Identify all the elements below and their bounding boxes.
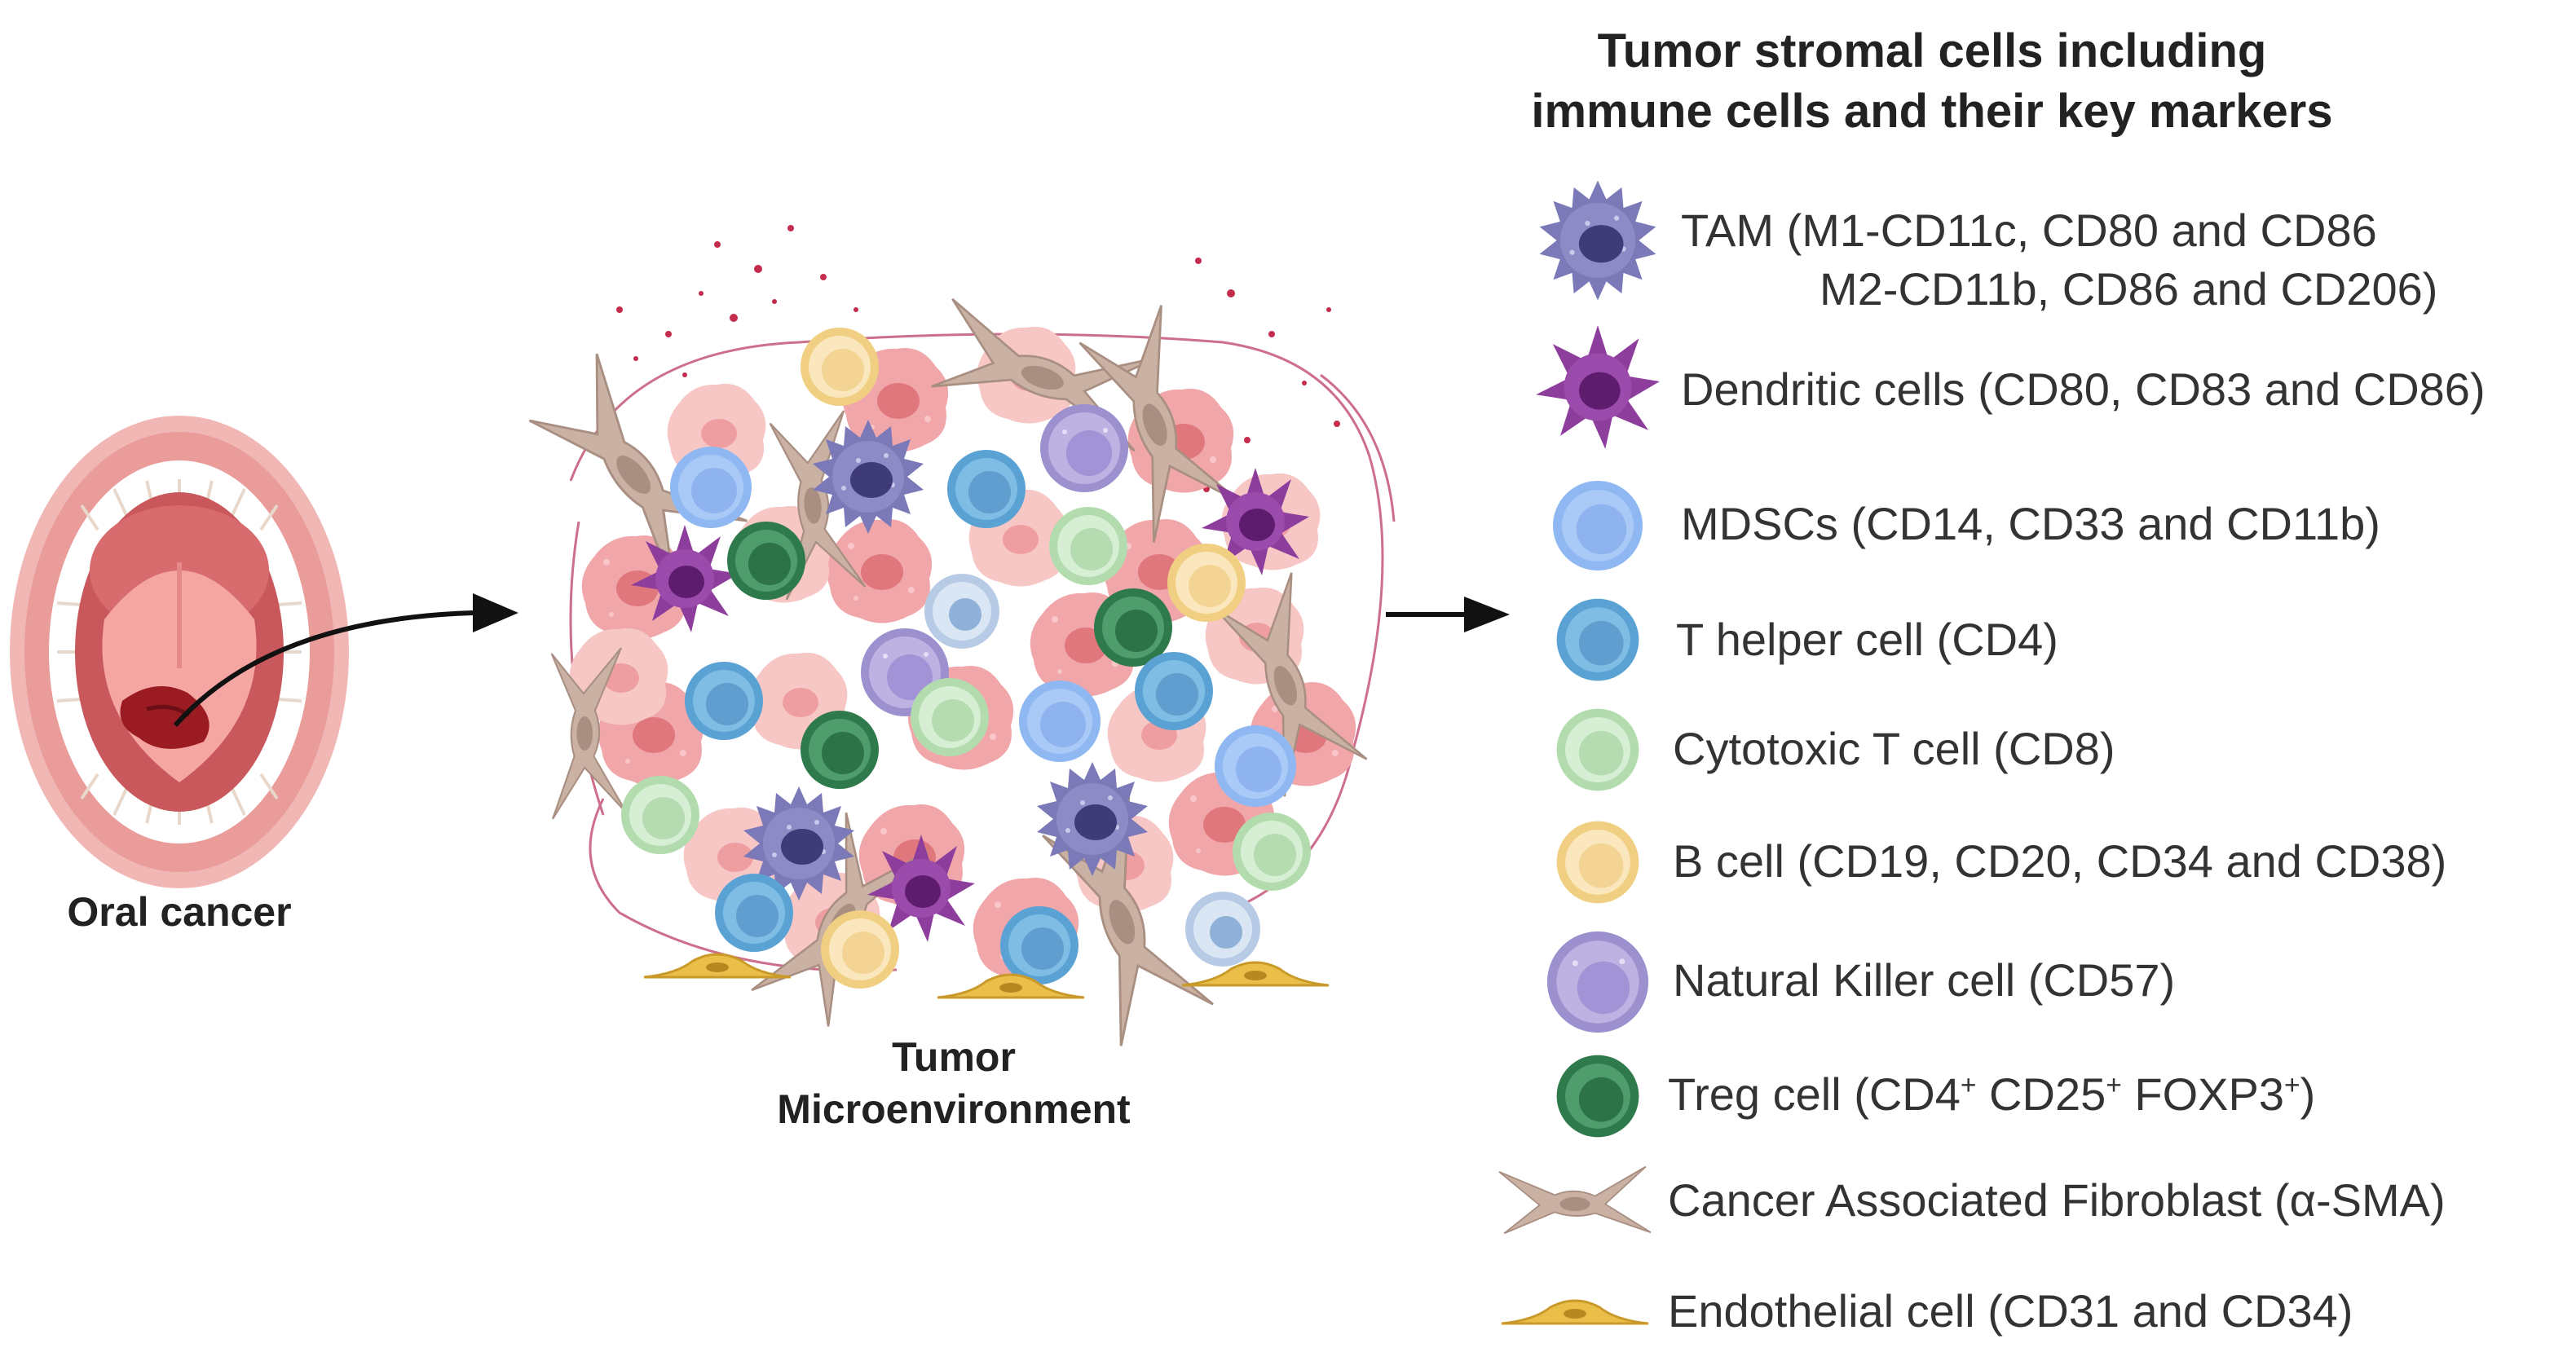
- legend-item-text: CD25: [1976, 1068, 2106, 1120]
- superscript: +: [1960, 1070, 1977, 1101]
- legend-item-text: Dendritic cells (CD80, CD83 and CD86): [1681, 363, 2486, 415]
- mdsc-icon: [1553, 481, 1643, 570]
- tme-label-line2: Microenvironment: [777, 1086, 1131, 1132]
- arrow-head: [1464, 597, 1510, 632]
- tme-label-line1: Tumor: [892, 1034, 1016, 1080]
- legend-item-text: Endothelial cell (CD31 and CD34): [1668, 1285, 2353, 1337]
- legend-item-b-cell: B cell (CD19, CD20, CD34 and CD38): [1673, 835, 2446, 888]
- legend-icons: [1498, 180, 1660, 1325]
- legend-item-tam: TAM (M1-CD11c, CD80 and CD86: [1681, 204, 2377, 257]
- treg-icon: [1556, 1055, 1639, 1138]
- legend-item-t-helper: T helper cell (CD4): [1676, 613, 2058, 666]
- legend-item-text: M2-CD11b, CD86 and CD206): [1820, 263, 2438, 315]
- legend-item-text: TAM (M1-CD11c, CD80 and CD86: [1681, 205, 2377, 256]
- legend-item-endothelial: Endothelial cell (CD31 and CD34): [1668, 1284, 2353, 1337]
- t-helper-icon: [1556, 598, 1639, 681]
- endothelial-cell-icon: [1500, 1299, 1650, 1325]
- legend-item-text: T helper cell (CD4): [1676, 614, 2058, 665]
- legend-item-text: MDSCs (CD14, CD33 and CD11b): [1681, 498, 2380, 549]
- legend-item-text: Natural Killer cell (CD57): [1673, 954, 2176, 1006]
- legend-item-text: B cell (CD19, CD20, CD34 and CD38): [1673, 835, 2447, 887]
- legend-item-mdsc: MDSCs (CD14, CD33 and CD11b): [1681, 497, 2380, 550]
- legend-title-line2: immune cells and their key markers: [1531, 85, 2333, 138]
- nk-cell-icon: [1546, 931, 1649, 1033]
- cytotoxic-t-icon: [1556, 708, 1639, 791]
- oral-cancer-label: Oral cancer: [67, 889, 292, 935]
- legend-item-fibroblast: Cancer Associated Fibroblast (α-SMA): [1668, 1174, 2446, 1227]
- arrow-head: [473, 593, 518, 632]
- legend-item-nk-cell: Natural Killer cell (CD57): [1673, 954, 2175, 1006]
- legend-title: Tumor stromal cells including immune cel…: [1492, 21, 2372, 142]
- legend-item-tam-line2: M2-CD11b, CD86 and CD206): [1820, 262, 2437, 315]
- legend-item-text: ): [2300, 1068, 2316, 1120]
- legend-title-line1: Tumor stromal cells including: [1597, 24, 2267, 77]
- legend-item-text: Cytotoxic T cell (CD8): [1673, 723, 2115, 774]
- legend-item-text: Cancer Associated Fibroblast (α-SMA): [1668, 1174, 2446, 1226]
- legend-item-dendritic: Dendritic cells (CD80, CD83 and CD86): [1681, 363, 2486, 416]
- tme-label: Tumor Microenvironment: [734, 1031, 1174, 1135]
- macrophage-icon: [1539, 180, 1656, 301]
- arrow-to-tme: [173, 610, 474, 727]
- dendritic-cell-icon: [1536, 325, 1660, 449]
- superscript: +: [2106, 1070, 2122, 1101]
- fibroblast-icon: [1498, 1165, 1652, 1235]
- mouth-illustration: [10, 416, 349, 888]
- legend-item-text: Treg cell (CD4: [1668, 1068, 1961, 1120]
- legend-item-cytotoxic-t: Cytotoxic T cell (CD8): [1673, 722, 2115, 775]
- legend-item-treg: Treg cell (CD4+ CD25+ FOXP3+): [1668, 1068, 2315, 1121]
- b-cell-icon: [1556, 821, 1639, 904]
- superscript: +: [2284, 1070, 2300, 1101]
- tumor-microenvironment: [523, 225, 1396, 1048]
- legend-item-text: FOXP3: [2121, 1068, 2285, 1120]
